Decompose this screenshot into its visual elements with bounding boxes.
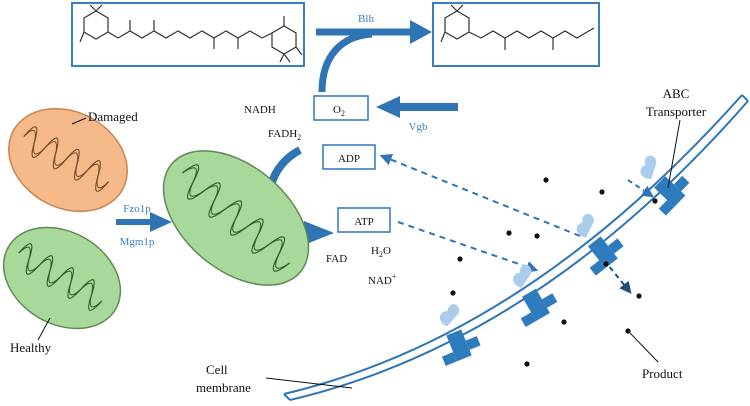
nad-label: NAD+	[368, 272, 397, 287]
product-dot	[506, 230, 512, 236]
product-dot	[603, 261, 609, 267]
product-dot	[636, 293, 642, 299]
blh-conversion-arrow	[316, 20, 432, 93]
h2o-label: H2O	[371, 245, 391, 259]
product-dot	[534, 233, 540, 239]
fadh2-label: FADH2	[268, 128, 301, 142]
fused-mitochondrion	[162, 150, 310, 286]
product-dot	[652, 198, 658, 204]
cell-membrane-pointer	[265, 377, 353, 389]
atp-dashed-arrow	[397, 221, 539, 273]
product-pointer	[629, 332, 659, 363]
abc-transporter-pointer	[667, 119, 681, 189]
product-molecules	[450, 177, 658, 367]
fzo1p-label: Fzo1p	[123, 203, 151, 215]
adp-box: ADP	[322, 144, 376, 170]
product-dot	[625, 328, 631, 334]
product-label: Product	[642, 366, 683, 381]
damaged-pointer	[71, 117, 87, 125]
product-dot	[457, 256, 463, 262]
adp-label: ADP	[338, 153, 360, 165]
healthy-pointer	[37, 317, 51, 341]
cell-membrane-label-line2: membrane	[196, 380, 251, 395]
mgm1p-label: Mgm1p	[120, 236, 155, 248]
product-dot	[561, 319, 567, 325]
abc-transporter-1	[439, 304, 481, 366]
fad-label: FAD	[326, 253, 347, 265]
atp-label: ATP	[354, 216, 374, 228]
nadh-label: NADH	[244, 104, 276, 116]
o2-label: O2	[333, 104, 345, 118]
adp-dashed-arrow	[379, 154, 581, 237]
abc-transporter-3	[576, 213, 624, 276]
damaged-mitochondrion	[8, 107, 128, 213]
o2-box: O2	[313, 95, 369, 121]
product-dot	[599, 189, 605, 195]
product-dashed-arrow	[603, 259, 632, 294]
carotene-molecule-box	[71, 2, 305, 67]
upper-dashed-arrow	[627, 179, 654, 198]
retinal-structure	[440, 4, 595, 50]
cell-membrane	[283, 94, 749, 401]
abc-transporter-label-line1: ABC	[663, 86, 690, 101]
blh-label: Blh	[358, 13, 374, 25]
product-dot	[524, 361, 530, 367]
vgb-label: Vgb	[409, 121, 428, 133]
healthy-label: Healthy	[10, 340, 52, 355]
atp-box: ATP	[337, 207, 391, 233]
abc-transporter-2	[513, 264, 558, 328]
product-dot	[450, 290, 456, 296]
retinal-molecule-box	[432, 2, 600, 67]
damaged-label: Damaged	[88, 109, 138, 124]
healthy-mitochondrion	[2, 226, 122, 330]
product-dot	[543, 177, 549, 183]
abc-transporter-4	[640, 155, 690, 216]
fusion-arrow	[116, 212, 172, 232]
abc-transporter-label-line2: Transporter	[646, 104, 707, 119]
beta-carotene-structure	[79, 4, 303, 63]
vgb-arrow	[376, 96, 458, 118]
cell-membrane-label-line1: Cell	[206, 362, 228, 377]
